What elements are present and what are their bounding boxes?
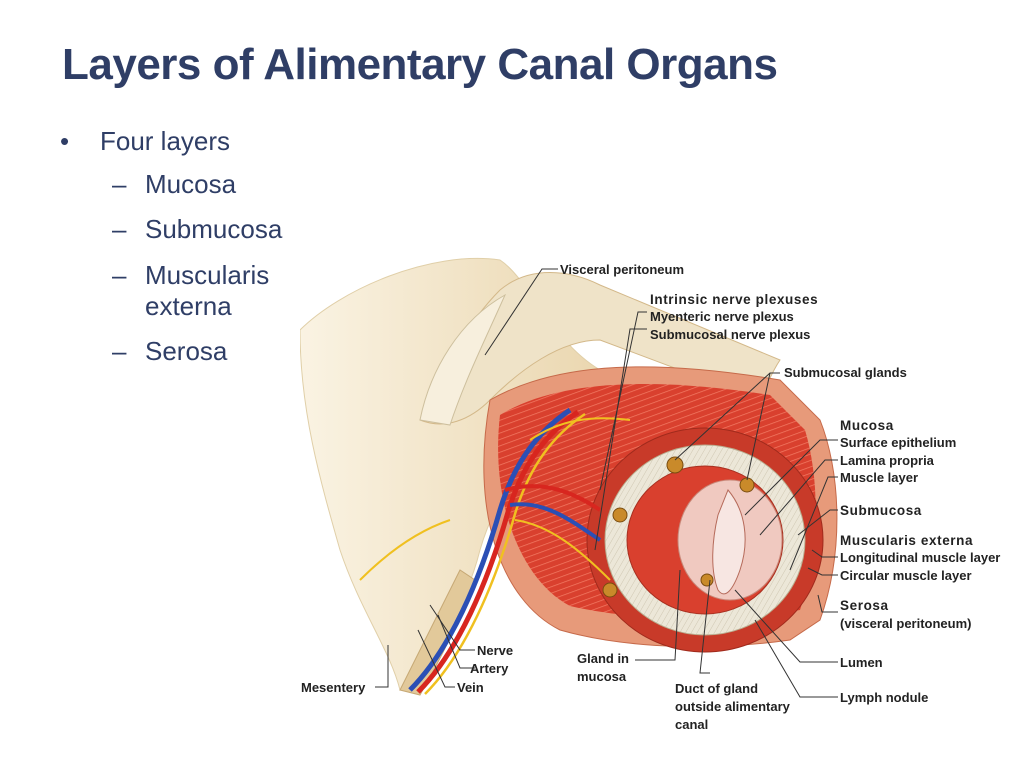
label-visceral-peritoneum-paren: (visceral peritoneum) xyxy=(840,616,972,631)
gland-markers xyxy=(602,456,755,598)
label-submucosal-glands: Submucosal glands xyxy=(784,365,907,380)
sub-item-text: Muscularis externa xyxy=(145,259,270,321)
sub-item-serosa: – Serosa xyxy=(60,336,310,367)
bullet-text: Four layers xyxy=(100,126,231,156)
label-surface-epithelium: Surface epithelium xyxy=(840,435,956,450)
sub-item-submucosa: – Submucosa xyxy=(60,214,310,245)
alimentary-canal-diagram: Visceral peritoneum Intrinsic nerve plex… xyxy=(300,250,1024,740)
sub-item-text: Serosa xyxy=(145,335,228,366)
bullet-list: • Four layers – Mucosa – Submucosa – Mus… xyxy=(60,126,310,381)
label-nerve: Nerve xyxy=(477,643,513,658)
canal-tube xyxy=(483,366,838,653)
label-lamina-propria: Lamina propria xyxy=(840,453,935,468)
label-mucosa: Mucosa xyxy=(840,418,894,433)
bullet-item: • Four layers xyxy=(60,126,310,157)
dash-icon: – xyxy=(112,214,127,245)
label-circular-muscle-layer: Circular muscle layer xyxy=(840,568,972,583)
label-submucosa: Submucosa xyxy=(840,503,922,518)
leader-lines xyxy=(375,268,838,698)
sub-item-muscularis-externa: – Muscularis externa xyxy=(60,260,310,322)
bullet-icon: • xyxy=(60,126,70,156)
vessels-and-nerves xyxy=(359,407,631,695)
sub-item-mucosa: – Mucosa xyxy=(60,169,310,200)
label-duct-line2: outside alimentary xyxy=(675,699,791,714)
label-artery: Artery xyxy=(470,661,509,676)
dash-icon: – xyxy=(112,169,127,200)
label-muscle-layer: Muscle layer xyxy=(840,470,918,485)
diagram-labels: Visceral peritoneum Intrinsic nerve plex… xyxy=(301,262,1000,732)
label-myenteric-nerve-plexus: Myenteric nerve plexus xyxy=(650,309,794,324)
diagram-svg: Visceral peritoneum Intrinsic nerve plex… xyxy=(300,257,1000,732)
label-longitudinal-muscle-layer: Longitudinal muscle layer xyxy=(840,550,1000,565)
label-lumen: Lumen xyxy=(840,655,883,670)
label-duct-line3: canal xyxy=(675,717,708,732)
label-gland-line1: Gland in xyxy=(577,651,629,666)
label-mesentery: Mesentery xyxy=(301,680,366,695)
label-duct-line1: Duct of gland xyxy=(675,681,758,696)
sub-item-text: Submucosa xyxy=(145,214,283,245)
label-serosa: Serosa xyxy=(840,598,889,613)
label-submucosal-nerve-plexus: Submucosal nerve plexus xyxy=(650,327,810,342)
label-visceral-peritoneum: Visceral peritoneum xyxy=(560,262,684,277)
sub-list: – Mucosa – Submucosa – Muscularis extern… xyxy=(60,169,310,367)
dash-icon: – xyxy=(112,335,127,366)
label-vein: Vein xyxy=(457,680,484,695)
label-gland-line2: mucosa xyxy=(577,669,627,684)
label-muscularis-externa: Muscularis externa xyxy=(840,533,973,548)
slide-title: Layers of Alimentary Canal Organs xyxy=(62,40,778,89)
label-intrinsic-nerve-plexuses: Intrinsic nerve plexuses xyxy=(650,292,818,307)
dash-icon: – xyxy=(112,259,127,290)
mesentery-illustration xyxy=(300,257,611,696)
label-lymph-nodule: Lymph nodule xyxy=(840,690,928,705)
sub-item-text: Mucosa xyxy=(145,169,237,200)
